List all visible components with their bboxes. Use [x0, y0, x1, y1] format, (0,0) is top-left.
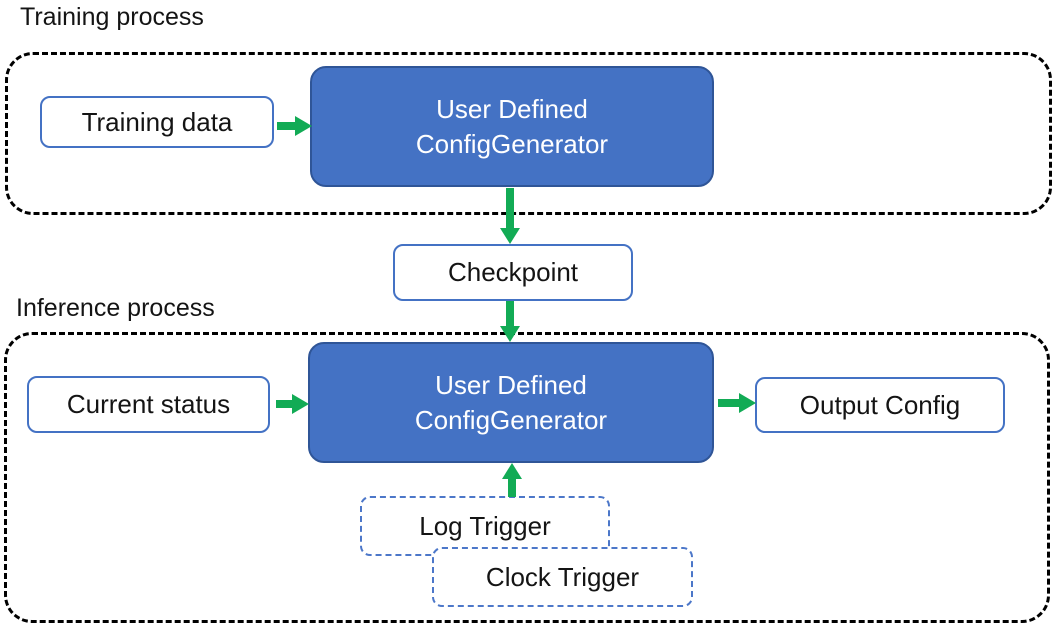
checkpoint-node: Checkpoint — [393, 244, 633, 301]
checkpoint-label: Checkpoint — [447, 257, 579, 287]
arrow-right-icon — [295, 116, 312, 136]
clock-trigger-node: Clock Trigger — [432, 547, 693, 607]
training-generator-label-line1: User Defined — [436, 93, 588, 124]
inference-region — [4, 332, 1050, 623]
arrow-up-icon — [502, 463, 522, 479]
output-config-node: Output Config — [755, 377, 1005, 433]
inference-generator-label-line2: ConfigGenerator — [414, 404, 608, 435]
inference-process-title: Inference process — [16, 294, 215, 322]
training-data-label: Training data — [81, 106, 233, 137]
inference-generator-label-line1: User Defined — [435, 369, 587, 400]
training-data-node: Training data — [40, 96, 274, 148]
clock-trigger-label: Clock Trigger — [485, 561, 640, 592]
arrow-right-icon — [739, 393, 756, 413]
current-status-node: Current status — [27, 376, 270, 433]
arrow-down-icon — [500, 326, 520, 342]
inference-generator-node: User Defined ConfigGenerator — [308, 342, 714, 463]
arrow-shaft — [508, 477, 516, 497]
arrow-shaft — [506, 188, 514, 229]
arrow-shaft — [276, 400, 294, 408]
arrow-shaft — [718, 399, 740, 407]
training-generator-label-line2: ConfigGenerator — [415, 128, 609, 159]
current-status-label: Current status — [66, 389, 231, 419]
arrow-right-icon — [292, 394, 309, 414]
training-region — [5, 52, 1052, 215]
arrow-down-icon — [500, 228, 520, 244]
log-trigger-node: Log Trigger — [360, 496, 610, 556]
training-generator-node: User Defined ConfigGenerator — [310, 66, 714, 187]
log-trigger-label: Log Trigger — [419, 510, 551, 541]
training-process-title: Training process — [20, 3, 204, 31]
arrow-shaft — [277, 122, 297, 130]
output-config-label: Output Config — [799, 389, 961, 420]
arrow-shaft — [506, 301, 514, 327]
